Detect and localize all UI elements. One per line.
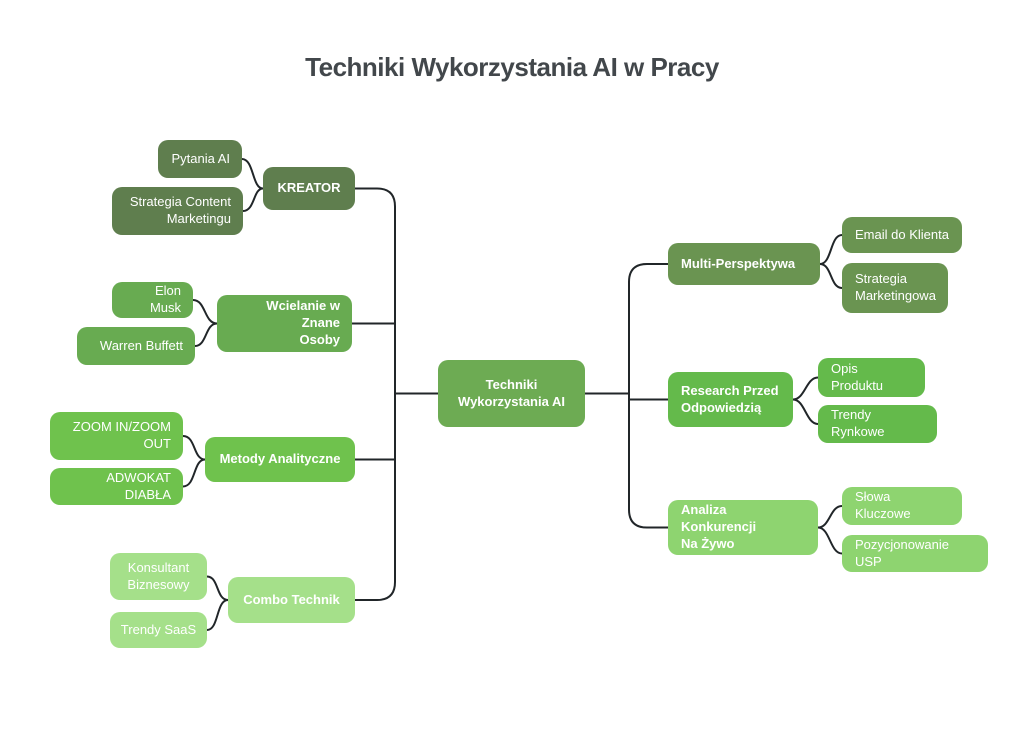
node-label: Pozycjonowanie USP <box>855 536 949 569</box>
node-konsultant-biznesowy[interactable]: Konsultant Biznesowy <box>110 553 207 600</box>
node-trendy-saas[interactable]: Trendy SaaS <box>110 612 207 648</box>
node-warren-buffett[interactable]: Warren Buffett <box>77 327 195 365</box>
node-label: Multi-Perspektywa <box>681 255 796 271</box>
node-analiza-konkurencji[interactable]: Analiza Konkurencji Na Żywo <box>668 500 818 555</box>
node-label: Techniki Wykorzystania AI <box>458 376 565 409</box>
node-opis-produktu[interactable]: Opis Produktu <box>818 358 925 397</box>
connector-adwokat <box>182 458 206 488</box>
connector-trendy-rynkowe <box>792 398 819 425</box>
connector-warren-buffett <box>194 322 218 347</box>
node-root[interactable]: Techniki Wykorzystania AI <box>438 360 585 427</box>
node-label: Słowa Kluczowe <box>855 489 911 521</box>
node-strategia-content-marketingu[interactable]: Strategia Content Marketingu <box>112 187 243 235</box>
connector-opis-produktu <box>792 376 819 401</box>
node-combo-technik[interactable]: Combo Technik <box>228 577 355 623</box>
connector-right-spine <box>628 263 669 529</box>
node-label: Pytania AI <box>171 150 230 166</box>
node-label: KREATOR <box>277 180 341 196</box>
node-label: Trendy SaaS <box>120 621 197 637</box>
node-research-przed-odpowiedzia[interactable]: Research Przed Odpowiedzią <box>668 372 793 427</box>
node-label: Konsultant Biznesowy <box>127 559 190 592</box>
node-multi-perspektywa[interactable]: Multi-Perspektywa <box>668 243 820 285</box>
node-email-do-klienta[interactable]: Email do Klienta <box>842 217 962 253</box>
node-label: Elon Musk <box>149 283 181 315</box>
connector-pozycjonowanie <box>817 526 843 555</box>
connector-zoom-in-out <box>182 435 206 461</box>
page-title: Techniki Wykorzystania AI w Pracy <box>305 52 719 82</box>
node-adwokat-diabla[interactable]: ADWOKAT DIABŁA <box>50 468 183 505</box>
node-label: Email do Klienta <box>855 226 949 242</box>
node-pozycjonowanie-usp[interactable]: Pozycjonowanie USP <box>842 535 988 572</box>
node-label: Combo Technik <box>243 591 340 607</box>
connector-strategia-marketingowa <box>819 263 843 289</box>
connector-strategia-content <box>242 187 264 212</box>
node-label: ZOOM IN/ZOOM OUT <box>72 419 171 451</box>
node-strategia-marketingowa[interactable]: Strategia Marketingowa <box>842 263 948 313</box>
node-label: Strategia Content Marketingu <box>129 194 231 226</box>
connector-konsultant <box>206 575 229 601</box>
node-label: ADWOKAT DIABŁA <box>106 469 171 502</box>
node-trendy-rynkowe[interactable]: Trendy Rynkowe <box>818 405 937 443</box>
node-label: Trendy Rynkowe <box>831 407 885 439</box>
node-label: Analiza Konkurencji Na Żywo <box>681 502 757 551</box>
node-label: Research Przed Odpowiedzią <box>681 382 779 415</box>
node-kreator[interactable]: KREATOR <box>263 167 355 210</box>
node-metody-analityczne[interactable]: Metody Analityczne <box>205 437 355 482</box>
node-label: Metody Analityczne <box>219 451 341 467</box>
node-label: Opis Produktu <box>831 360 884 393</box>
node-zoom-in-zoom-out[interactable]: ZOOM IN/ZOOM OUT <box>50 412 183 460</box>
node-label: Warren Buffett <box>99 337 183 353</box>
connector-left-spine <box>354 187 396 601</box>
connector-slowa-kluczowe <box>817 505 843 529</box>
connector-elon-musk <box>192 299 218 325</box>
connector-pytania-ai <box>241 158 264 190</box>
node-label: Wcielanie w Znane Osoby <box>266 298 340 347</box>
connector-trendy-saas <box>206 599 229 631</box>
node-elon-musk[interactable]: Elon Musk <box>112 282 193 318</box>
node-slowa-kluczowe[interactable]: Słowa Kluczowe <box>842 487 962 525</box>
node-wcielanie[interactable]: Wcielanie w Znane Osoby <box>217 295 352 352</box>
node-label: Strategia Marketingowa <box>855 271 936 303</box>
connector-email <box>819 234 843 265</box>
node-pytania-ai[interactable]: Pytania AI <box>158 140 242 178</box>
